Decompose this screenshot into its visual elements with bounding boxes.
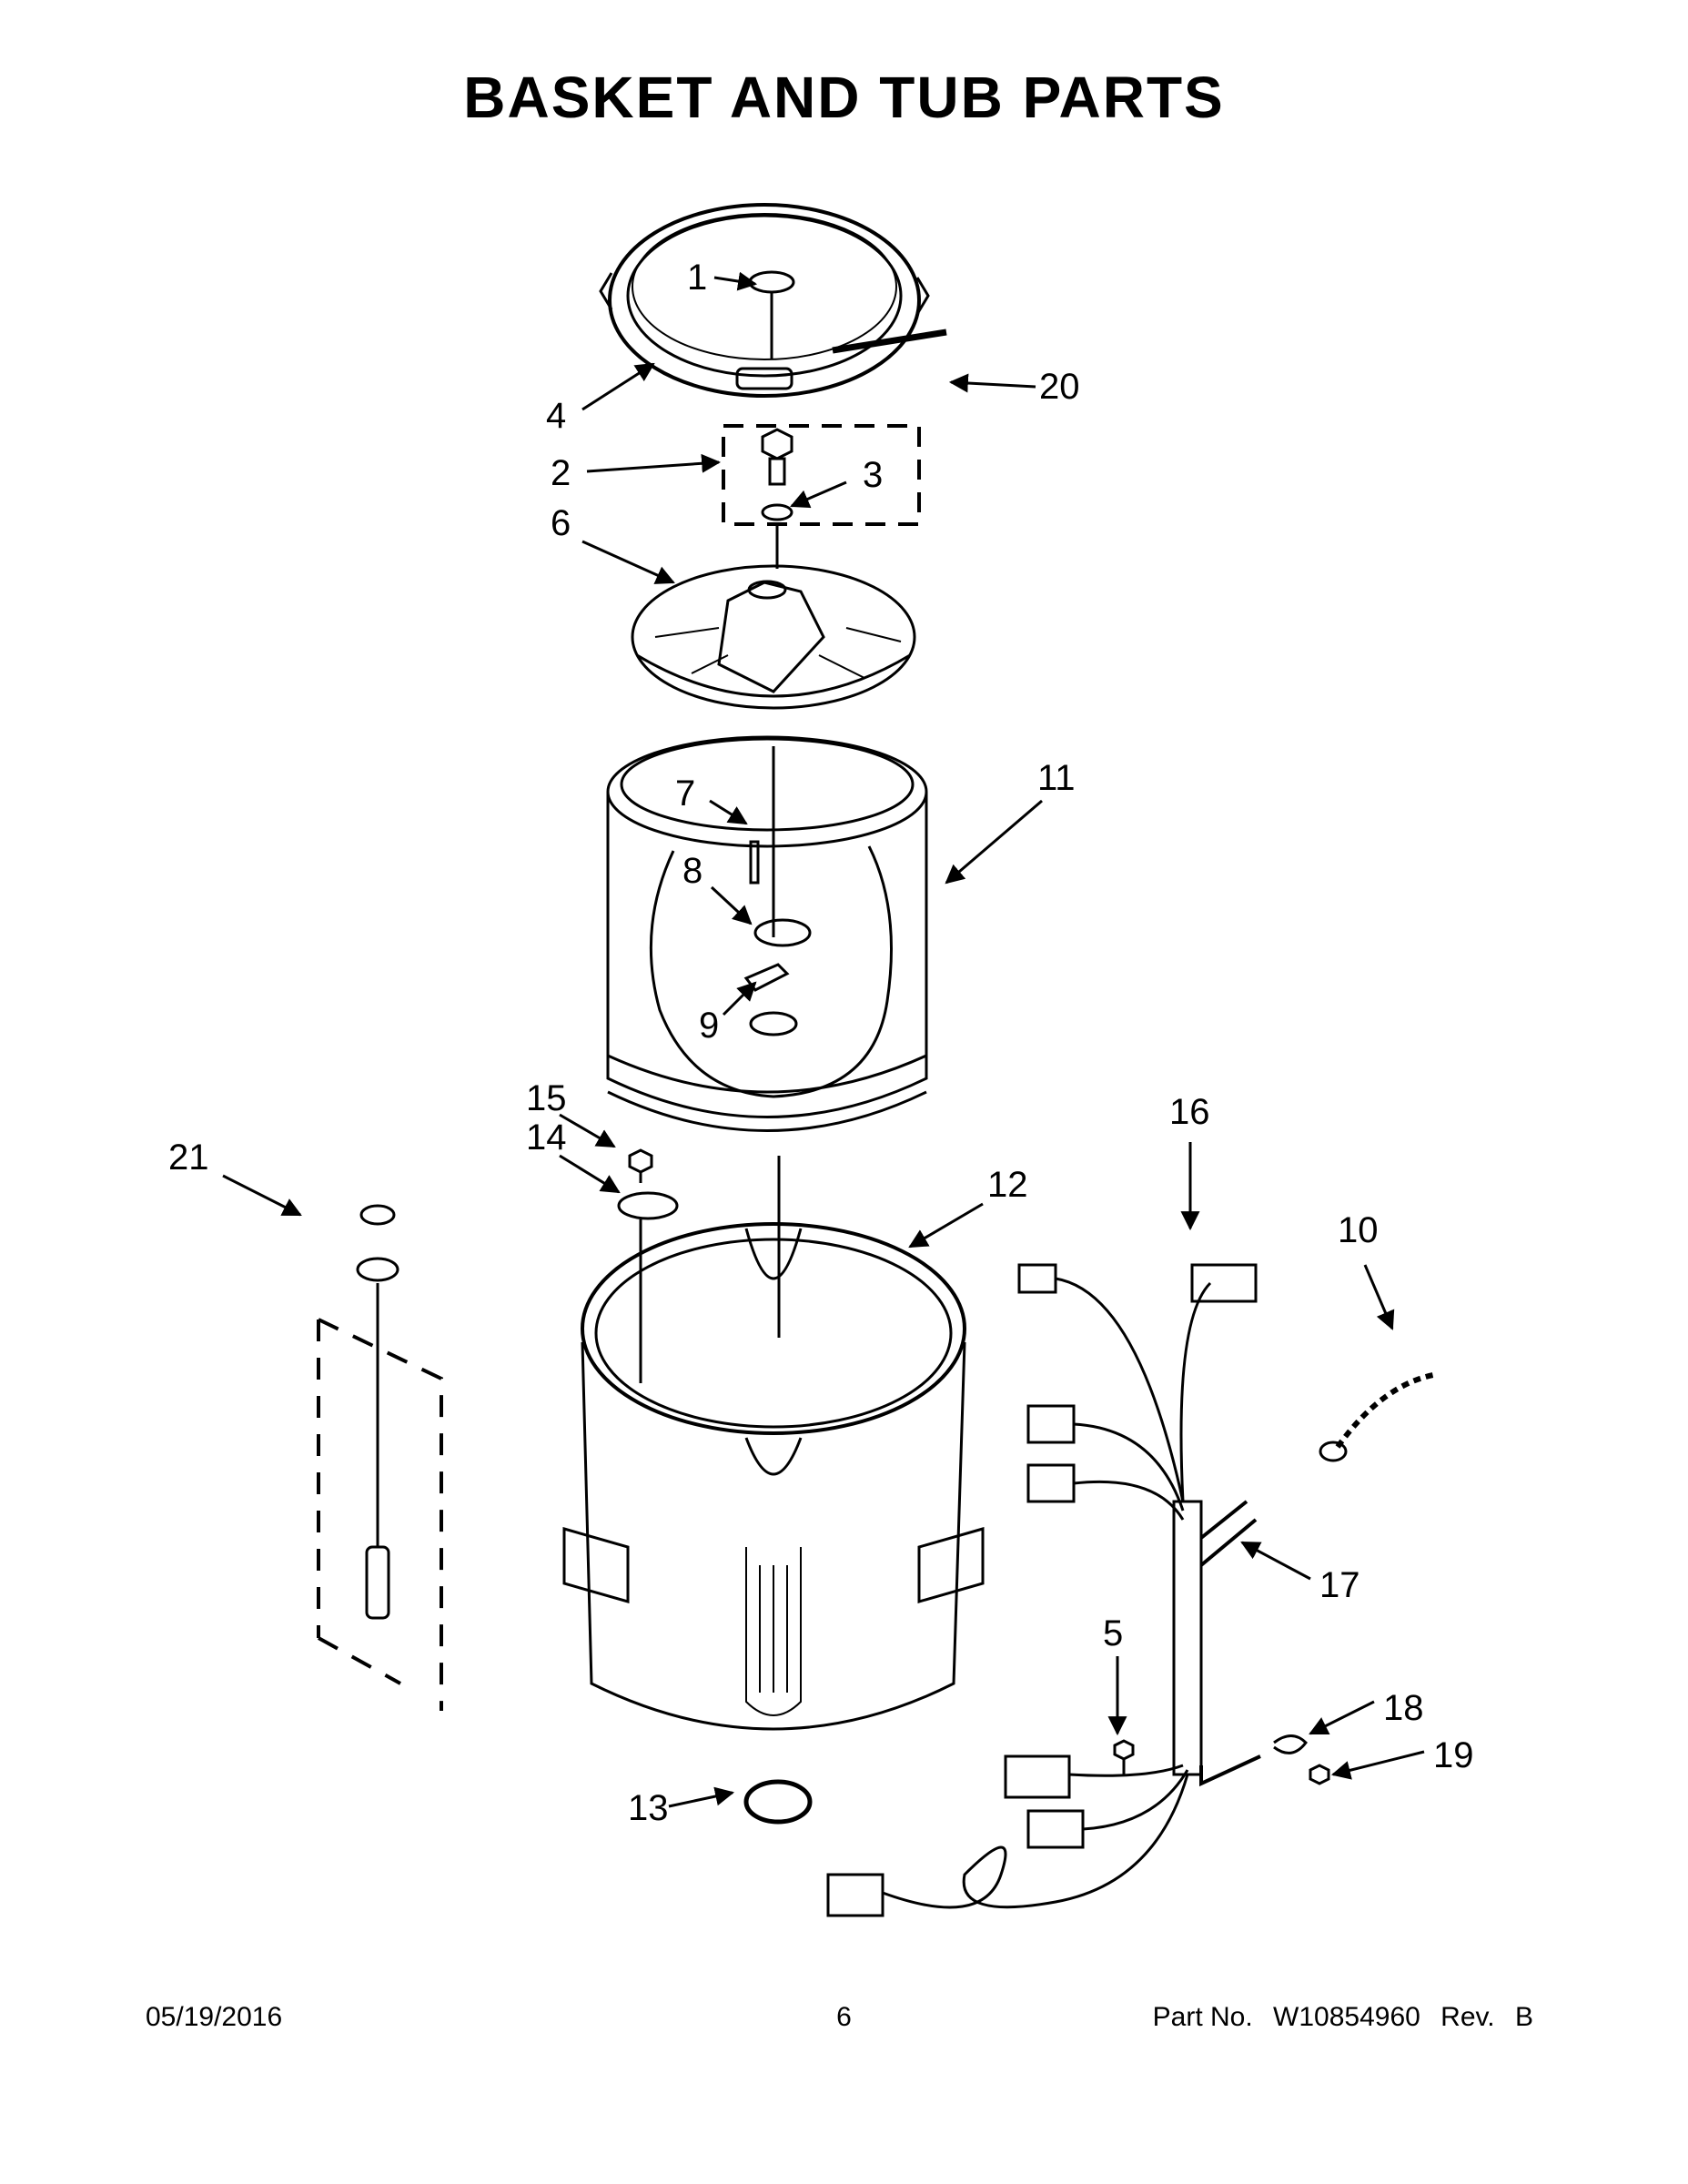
callout-12: 12 (987, 1165, 1028, 1205)
callout-3: 3 (863, 455, 883, 495)
hose-part (1199, 1500, 1258, 1567)
callout-17: 17 (1319, 1565, 1360, 1605)
ground-strap-part (1335, 1371, 1439, 1449)
impeller-part (631, 564, 916, 710)
wire-harness-part (826, 1263, 1258, 1917)
screw-5 (1113, 1739, 1135, 1774)
callout-10: 10 (1338, 1210, 1379, 1250)
kit-dashed-box (722, 424, 921, 526)
outer-tub-part (562, 1222, 985, 1731)
footer-page-number: 6 (836, 2002, 852, 2032)
callout-leaders (222, 271, 1425, 1808)
rev-value: B (1514, 2002, 1533, 2032)
callout-1: 1 (687, 258, 707, 298)
callout-9: 9 (699, 1006, 719, 1046)
washer-part (761, 503, 793, 521)
callout-5: 5 (1103, 1613, 1123, 1653)
part-number: W10854960 (1273, 2002, 1420, 2032)
clip-18 (1273, 1734, 1308, 1754)
callout-8: 8 (682, 851, 702, 891)
kit-21-dashed (317, 1318, 443, 1711)
screw-14-15 (617, 1148, 679, 1383)
lid-ring-part (599, 203, 930, 398)
seal-part (743, 1779, 813, 1825)
screw-19 (1309, 1764, 1330, 1785)
pressure-hose-part (356, 1204, 399, 1620)
basket-part (606, 735, 928, 1132)
callout-7: 7 (675, 774, 695, 814)
callout-19: 19 (1433, 1735, 1474, 1775)
callout-14: 14 (526, 1117, 567, 1158)
callout-2: 2 (551, 453, 571, 493)
strip-part (832, 329, 947, 354)
rev-label: Rev. (1440, 2002, 1495, 2032)
part-label: Part No. (1152, 2002, 1253, 2032)
footer-date: 05/19/2016 (146, 2002, 283, 2032)
callout-labels: 1 4 2 3 6 20 7 8 9 11 15 14 21 12 16 10 … (168, 258, 1474, 1828)
callout-11: 11 (1037, 758, 1076, 798)
callout-15: 15 (526, 1078, 567, 1118)
callout-16: 16 (1169, 1092, 1210, 1132)
callout-20: 20 (1039, 367, 1080, 407)
callout-21: 21 (168, 1138, 209, 1178)
callout-4: 4 (546, 396, 566, 436)
page-title: BASKET AND TUB PARTS (463, 65, 1225, 130)
callout-18: 18 (1383, 1688, 1424, 1728)
callout-6: 6 (551, 503, 571, 543)
callout-13: 13 (628, 1788, 669, 1828)
bolt-part (761, 428, 793, 486)
footer-part-number: Part No. W10854960 Rev. B (1140, 2002, 1533, 2033)
